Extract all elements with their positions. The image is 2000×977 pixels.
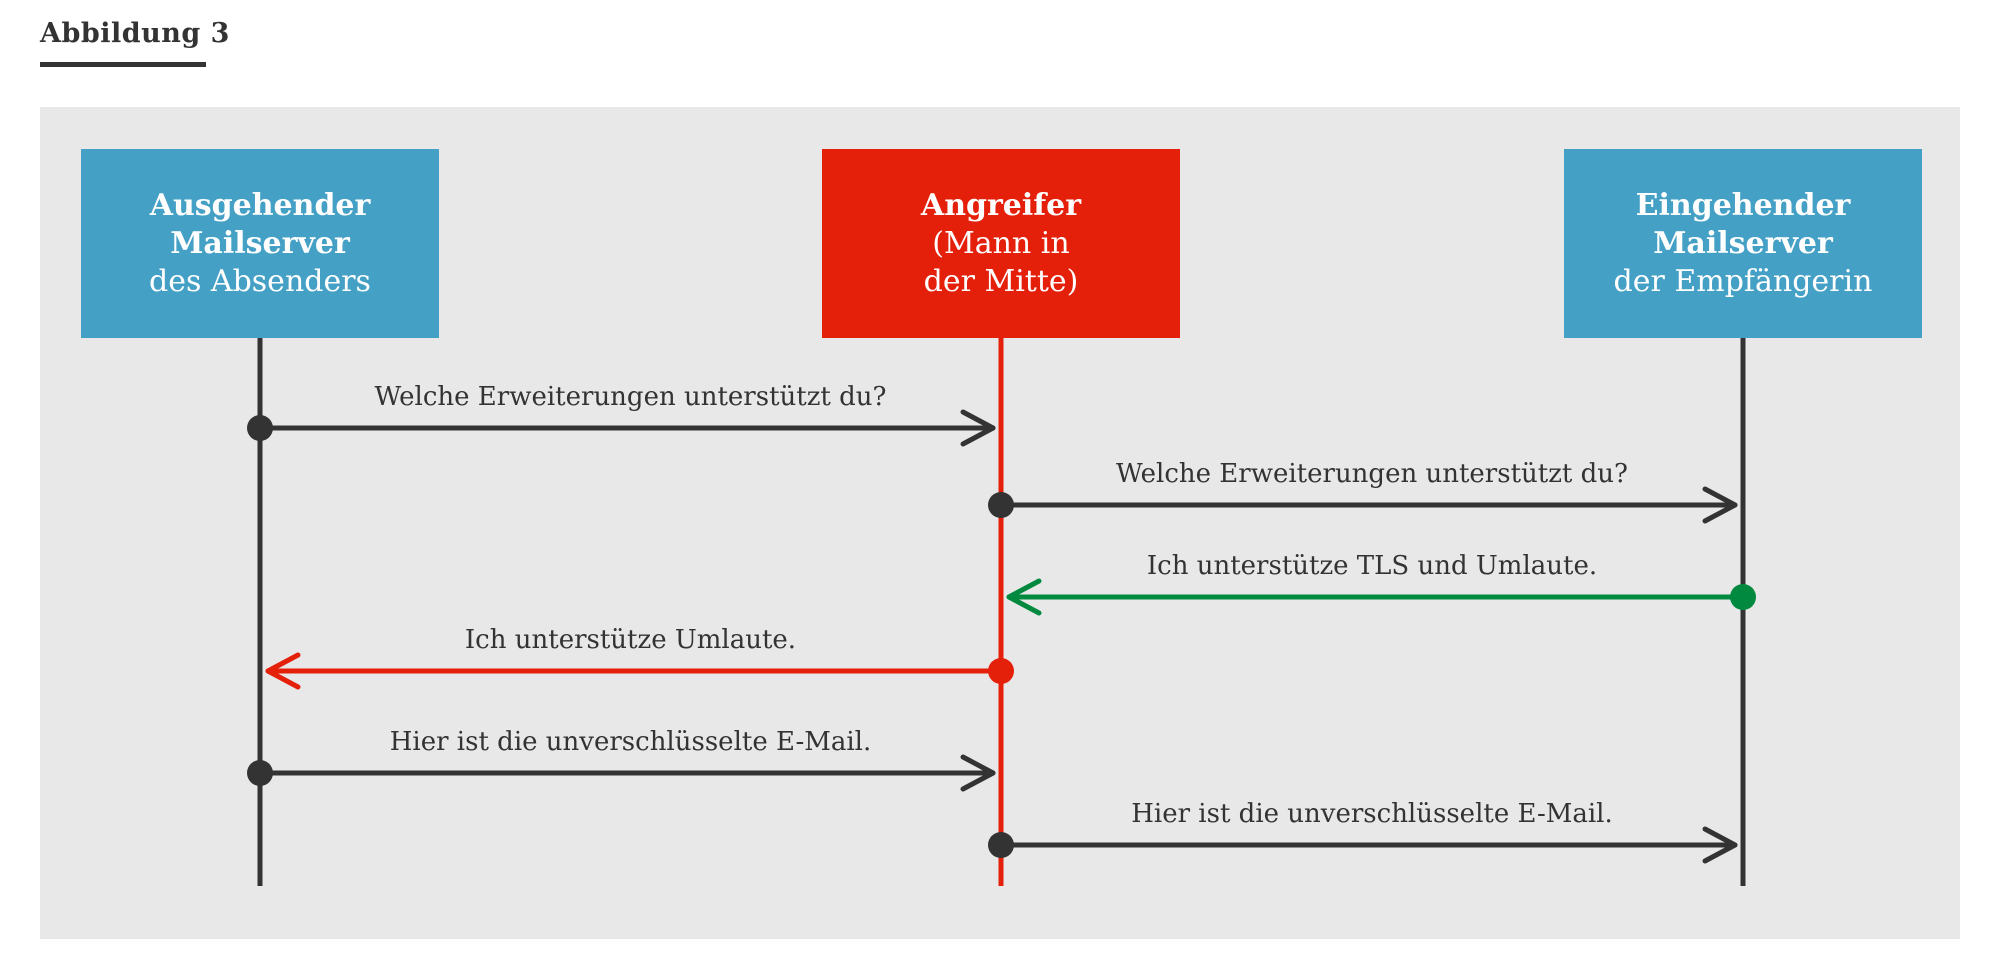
actor-attacker-subtitle-line1: (Mann in: [932, 225, 1070, 261]
actor-attacker-box: Angreifer (Mann in der Mitte): [822, 149, 1180, 338]
figure-label: Abbildung 3: [40, 18, 230, 49]
actor-sender-title-line2: Mailserver: [170, 225, 350, 261]
actor-attacker-title: Angreifer: [920, 187, 1082, 223]
message-label-1: Welche Erweiterungen unterstützt du?: [374, 382, 887, 412]
message-label-6: Hier ist die unverschlüsselte E-Mail.: [1131, 799, 1613, 829]
actor-attacker-subtitle-line2: der Mitte): [923, 263, 1079, 299]
message-label-3: Ich unterstütze TLS und Umlaute.: [1146, 551, 1598, 581]
message-arrowhead-4: [265, 652, 301, 690]
actor-receiver-title-line1: Eingehender: [1635, 187, 1851, 223]
message-label-4: Ich unterstütze Umlaute.: [464, 625, 797, 655]
actor-sender-subtitle: des Absenders: [149, 263, 371, 299]
message-label-5: Hier ist die unverschlüsselte E-Mail.: [389, 727, 872, 757]
message-arrowhead-3: [1006, 578, 1042, 616]
message-arrowhead-6: [1702, 826, 1738, 864]
actor-receiver-subtitle: der Empfängerin: [1613, 263, 1873, 299]
message-arrowhead-2: [1702, 486, 1738, 524]
message-origin-dot-5: [247, 760, 273, 786]
actor-receiver-box: Eingehender Mailserver der Empfängerin: [1564, 149, 1922, 338]
message-arrowhead-1: [960, 409, 996, 447]
actor-sender-box: Ausgehender Mailserver des Absenders: [81, 149, 439, 338]
actor-sender-title-line1: Ausgehender: [149, 187, 371, 223]
message-label-2: Welche Erweiterungen unterstützt du?: [1116, 459, 1628, 489]
message-origin-dot-3: [1730, 584, 1756, 610]
figure-label-underline: [40, 62, 206, 67]
message-origin-dot-1: [247, 415, 273, 441]
message-origin-dot-4: [988, 658, 1014, 684]
actor-receiver-title-line2: Mailserver: [1653, 225, 1833, 261]
message-origin-dot-2: [988, 492, 1014, 518]
message-arrowhead-5: [960, 754, 996, 792]
message-origin-dot-6: [988, 832, 1014, 858]
